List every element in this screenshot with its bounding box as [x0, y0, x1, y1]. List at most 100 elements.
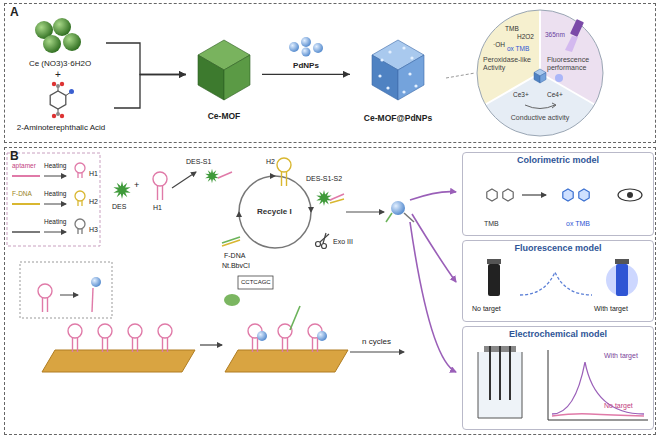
dpv-graph: [548, 350, 648, 420]
linker-molecule: [52, 114, 56, 118]
model-title: Electrochemical model: [463, 330, 653, 340]
des-s1: [218, 172, 232, 178]
electrochemical-cell: [489, 346, 491, 400]
strand-row: [44, 204, 66, 205]
illustration: [68, 324, 82, 352]
annotation-label: TMB: [505, 26, 519, 33]
annotation-label: Ce3+: [513, 92, 529, 99]
arrow: [350, 351, 404, 352]
des-s1-s2: [316, 190, 344, 206]
annotation-label: No target: [604, 402, 633, 409]
arrow: [522, 194, 546, 195]
dpv-graph: [552, 362, 644, 414]
pd-nanoparticles: [301, 37, 311, 47]
strand-row: [12, 219, 85, 234]
sector: [485, 73, 594, 136]
annotation-label: H1: [153, 204, 162, 211]
annotation-label: n cycles: [362, 338, 391, 346]
panel-letter: A: [10, 6, 19, 19]
dpv-graph: [552, 414, 644, 416]
sector-divider: [540, 73, 595, 105]
gold-electrode: [225, 350, 348, 372]
des-s1: [205, 169, 219, 183]
linker-molecule: [52, 82, 56, 86]
cerium-nitrate-spheres: [43, 35, 61, 53]
vial-glow: [606, 264, 638, 296]
model-title: Colorimetric model: [463, 156, 653, 166]
illustration: [277, 158, 291, 186]
annotation-label: DES: [112, 203, 126, 210]
ce-mof-crystal: [198, 40, 250, 100]
item-name: Ce (NO3)3·6H2O: [14, 60, 106, 69]
item-name: Peroxidase-like Activity: [483, 56, 533, 72]
panel: ACe (NO3)3·6H2O2-Aminoterephthalic AcidC…: [4, 3, 656, 143]
pd-nanoparticles: [289, 42, 299, 52]
annotation-label: H2: [266, 158, 275, 165]
oxtmb-molecule: [563, 189, 589, 201]
nanoparticle-dots: [378, 74, 381, 77]
annotation-label: CCTCAGC: [241, 279, 271, 285]
eye: [618, 189, 642, 201]
readout-arrows: [410, 222, 456, 372]
binding-inset: [91, 277, 101, 287]
annotation-label: ox TMB: [566, 220, 590, 227]
strand-row: [75, 219, 85, 234]
inset-box: [7, 153, 100, 246]
reagent-item: Ce (NO3)3·6H2O: [14, 16, 106, 70]
annotation-label: Heating: [44, 191, 66, 198]
des-s1-s2: [316, 190, 331, 206]
scissors: [316, 242, 321, 247]
connector: [106, 43, 186, 75]
product: [386, 213, 392, 222]
annotation-label: 365nm: [545, 32, 565, 39]
annotation-label: No target: [472, 305, 501, 312]
nanoparticle-dots: [388, 50, 391, 53]
annotation-label: Ce4+: [547, 92, 563, 99]
annotation-label: DES-S1: [186, 158, 211, 165]
redox-arrow: [552, 103, 556, 108]
composite-crystal: [398, 55, 424, 100]
recycle-loop: [275, 212, 311, 248]
illustration: [98, 324, 112, 352]
connector: [262, 74, 350, 75]
connector: [114, 75, 186, 109]
strand-row: [75, 191, 85, 206]
tmb-molecule: [487, 189, 513, 201]
binding-inset: [38, 284, 52, 312]
product: [391, 201, 405, 215]
annotation-label: Heating: [44, 219, 66, 226]
nanoparticle-dots: [402, 90, 405, 93]
recycle-loop: [239, 176, 275, 212]
nanoparticle-dots: [378, 46, 417, 93]
binding-inset: [60, 295, 78, 296]
annotation-label: Heating: [44, 163, 66, 170]
des-s1: [205, 169, 232, 183]
annotation-label: F-DNA: [12, 191, 32, 198]
strand-row: [12, 203, 40, 205]
eye: [627, 192, 633, 198]
nanoparticle-dots: [380, 58, 383, 61]
gold-electrode: [42, 350, 195, 372]
readout-arrows: [410, 192, 456, 200]
property-circle: Peroxidase-like ActivityFluorescence per…: [475, 8, 605, 138]
cerium-nitrate-spheres: [35, 18, 81, 53]
illustration: [128, 324, 142, 352]
readout-arrows: [410, 192, 456, 372]
tmb-molecule: [503, 189, 513, 201]
illustration: [153, 172, 167, 200]
nanoparticle-dots: [386, 86, 389, 89]
annotation-label: F-DNA: [224, 252, 245, 259]
illustration: [158, 324, 172, 352]
scissors: [322, 244, 327, 249]
panel-letter: B: [10, 150, 19, 163]
scissors: [323, 233, 326, 244]
small-crystal: [540, 73, 546, 84]
arrow: [346, 211, 384, 213]
annotation-label: H1: [89, 170, 98, 177]
connector: [446, 73, 475, 78]
spectrum: [520, 272, 592, 295]
sector-divider: [485, 73, 540, 105]
ce-mof-crystal: [198, 55, 224, 100]
